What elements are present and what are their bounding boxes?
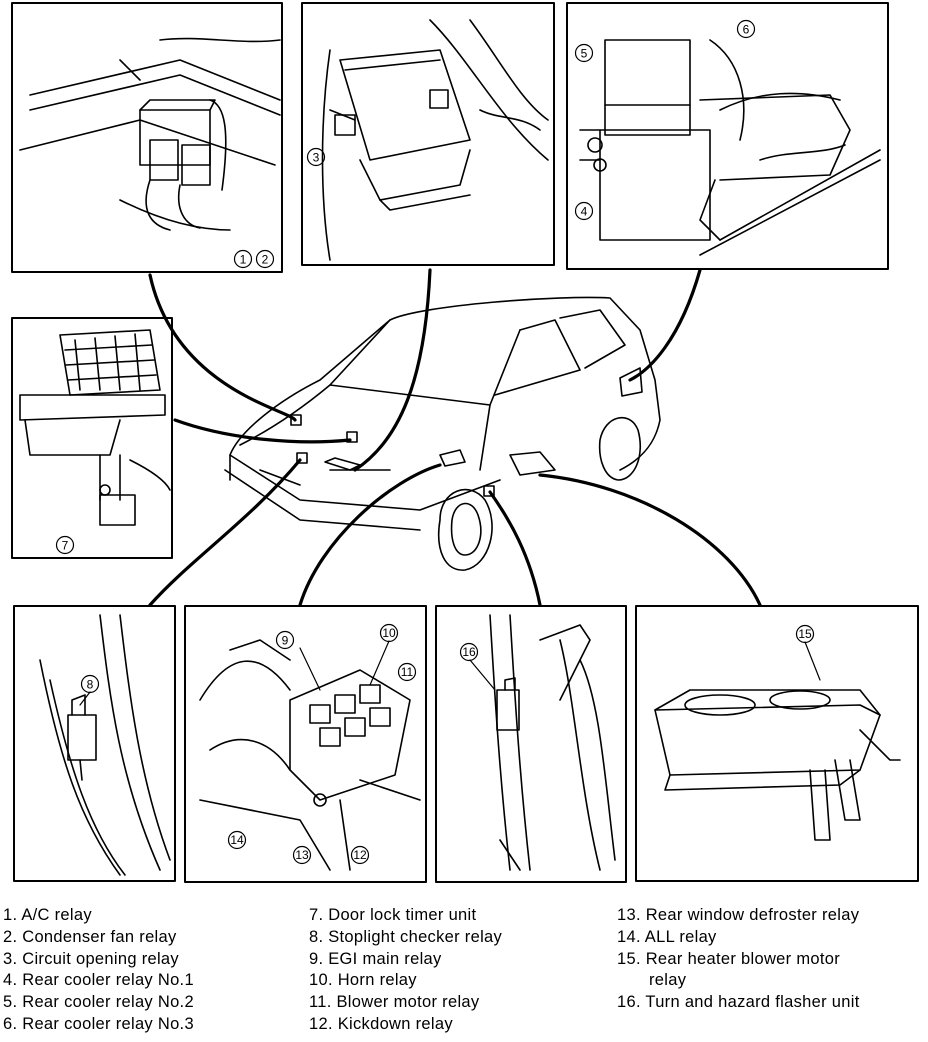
panel-door-lock-timer [11, 317, 173, 559]
legend-item: 16. Turn and hazard flasher unit [617, 993, 860, 1012]
panel-rear-heater-blower [635, 605, 919, 882]
panel-main-relay-box [184, 605, 427, 883]
legend-item: 1. A/C relay [3, 906, 92, 924]
legend-item: 15. Rear heater blower motor [617, 949, 841, 968]
svg-text:6: 6 [743, 23, 750, 37]
panel-flasher-unit [435, 605, 627, 883]
svg-text:5: 5 [581, 47, 588, 61]
callout-6: 6 [736, 19, 756, 39]
svg-text:7: 7 [62, 539, 69, 553]
callout-15: 15 [795, 624, 815, 644]
callout-1: 1 [233, 249, 253, 269]
svg-text:14: 14 [230, 833, 244, 847]
legend-column-1: 1. A/C relay 2. Condenser fan relay 3. C… [3, 905, 194, 1036]
svg-text:8: 8 [87, 678, 94, 692]
svg-text:3: 3 [313, 151, 320, 165]
callout-3: 3 [306, 147, 326, 167]
callout-2: 2 [255, 249, 275, 269]
callout-4: 4 [574, 201, 594, 221]
callout-11: 11 [397, 662, 417, 682]
legend-item: 2. Condenser fan relay [3, 927, 177, 946]
legend-item: 5. Rear cooler relay No.2 [3, 993, 194, 1012]
callout-12: 12 [350, 845, 370, 865]
legend-item: 3. Circuit opening relay [3, 949, 179, 968]
legend-item: 12. Kickdown relay [309, 1014, 453, 1033]
legend-item: 6. Rear cooler relay No.3 [3, 1014, 194, 1033]
callout-13: 13 [292, 845, 312, 865]
svg-text:2: 2 [262, 253, 269, 267]
legend-item: 9. EGI main relay [309, 949, 442, 968]
legend-item: 13. Rear window defroster relay [617, 906, 860, 924]
callout-9: 9 [275, 630, 295, 650]
vehicle-outline [224, 296, 661, 571]
svg-text:13: 13 [295, 848, 309, 862]
svg-text:4: 4 [581, 205, 588, 219]
legend-item: 7. Door lock timer unit [309, 906, 477, 924]
legend-item: 14. ALL relay [617, 927, 717, 946]
legend-column-3: 13. Rear window defroster relay 14. ALL … [617, 905, 860, 1014]
panel-stoplight-checker [13, 605, 176, 882]
svg-text:15: 15 [798, 627, 812, 641]
legend-item: 10. Horn relay [309, 971, 417, 990]
callout-8: 8 [80, 674, 100, 694]
callout-5: 5 [574, 43, 594, 63]
callout-7: 7 [55, 535, 75, 555]
legend-item: 11. Blower motor relay [309, 993, 480, 1012]
callout-14: 14 [227, 830, 247, 850]
legend-item: 4. Rear cooler relay No.1 [3, 971, 194, 990]
legend-column-2: 7. Door lock timer unit 8. Stoplight che… [309, 905, 502, 1036]
panel-circuit-opening-relay [301, 2, 555, 266]
svg-text:16: 16 [462, 645, 476, 659]
legend-item-continuation: relay [649, 971, 687, 990]
svg-text:12: 12 [353, 848, 367, 862]
svg-text:11: 11 [401, 665, 414, 679]
svg-text:10: 10 [382, 626, 396, 640]
panel-rear-cooler-relays [566, 2, 889, 270]
legend-item: 8. Stoplight checker relay [309, 927, 503, 946]
svg-text:1: 1 [240, 253, 247, 267]
svg-text:9: 9 [282, 634, 289, 648]
callout-16: 16 [459, 642, 479, 662]
callout-10: 10 [379, 623, 399, 643]
panel-ac-condenser-relays [11, 2, 283, 273]
